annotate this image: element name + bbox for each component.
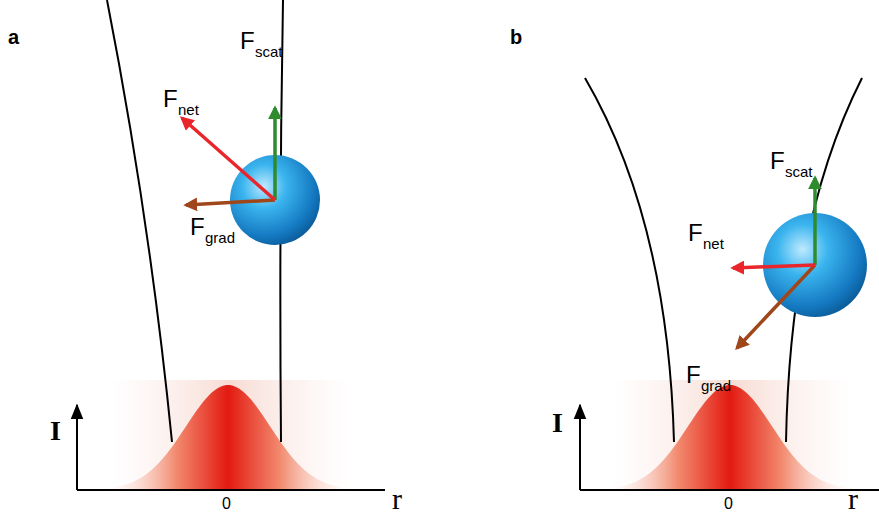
beam-edge — [585, 78, 674, 442]
force-subscript: scat — [255, 44, 283, 61]
intensity-axis — [76, 405, 78, 490]
force-subscript: net — [178, 102, 199, 119]
gradient-force — [186, 200, 275, 205]
net-force — [733, 265, 815, 268]
gradient-force — [737, 265, 815, 348]
radius-axis — [77, 489, 385, 491]
intensity-axis — [579, 405, 581, 490]
panel-letter: a — [8, 26, 19, 48]
force-subscript: net — [703, 236, 724, 253]
force-symbol: F — [240, 28, 255, 54]
scattering-force — [813, 178, 817, 265]
intensity-profile — [98, 385, 358, 490]
axis-label: r — [392, 482, 402, 515]
force-subscript: scat — [785, 164, 813, 181]
force-symbol: F — [688, 220, 703, 246]
scattering-force — [273, 108, 277, 200]
panel-letter: b — [510, 26, 522, 48]
force-symbol: F — [190, 214, 205, 240]
axis-label: I — [552, 408, 563, 439]
net-force — [182, 118, 275, 200]
intensity-profile — [600, 385, 860, 490]
tick-label: 0 — [724, 495, 733, 513]
radius-axis — [580, 489, 879, 491]
force-symbol: F — [770, 148, 785, 174]
force-symbol: F — [686, 362, 701, 388]
force-subscript: grad — [205, 230, 235, 247]
force-symbol: F — [163, 86, 178, 112]
axis-label: I — [50, 416, 61, 447]
tick-label: 0 — [222, 495, 231, 513]
beam-edge — [107, 0, 172, 442]
force-subscript: grad — [701, 378, 731, 395]
axis-label: r — [848, 482, 858, 515]
